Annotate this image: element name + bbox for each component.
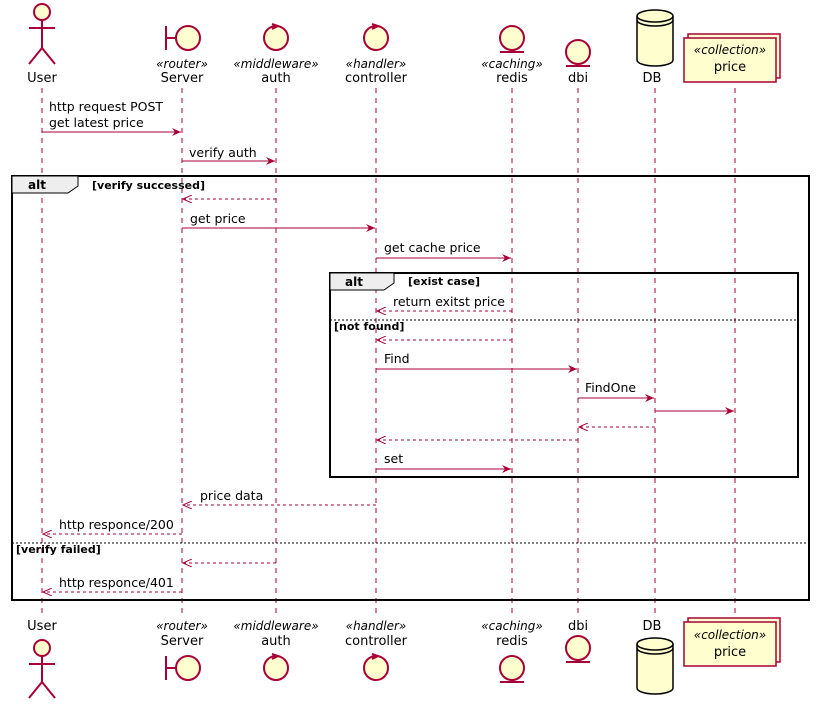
entity-dbi-icon-top: [565, 39, 591, 67]
control-controller-icon-top: [363, 23, 389, 51]
collection-price-box-bottom: [683, 617, 781, 667]
message-responce-200-label: http responce/200: [59, 517, 174, 532]
participant-controller-label: controller: [345, 71, 408, 86]
database-db-icon-top: [636, 9, 674, 67]
participant-auth-stereotype-bottom: «middleware»: [233, 619, 318, 633]
participant-auth-label-bottom: auth: [261, 634, 291, 649]
fragment-outer-alt: alt [verify successed] [verify failed]: [11, 175, 810, 601]
participant-controller-stereotype-bottom: «handler»: [346, 619, 407, 633]
participant-dbi-label: dbi: [568, 71, 588, 86]
actor-user-top: [28, 3, 56, 65]
participant-server-stereotype: «router»: [156, 57, 208, 71]
participant-redis-stereotype: «caching»: [481, 57, 543, 71]
entity-dbi-icon-bottom: [565, 635, 591, 663]
participant-server-label-bottom: Server: [161, 634, 204, 649]
control-auth-icon-bottom: [263, 653, 289, 681]
participant-redis-label: redis: [496, 71, 528, 86]
participant-server-label: Server: [161, 71, 204, 86]
boundary-server-icon-top: [165, 25, 201, 51]
message-set-label: set: [384, 451, 403, 466]
participant-redis-stereotype-bottom: «caching»: [481, 619, 543, 633]
message-http-request-label-1: http request POST: [49, 99, 163, 114]
message-get-cache-price-label: get cache price: [384, 240, 481, 255]
participant-dbi-label-bottom: dbi: [568, 619, 588, 634]
entity-redis-icon-bottom: [499, 655, 525, 683]
message-findone-label: FindOne: [585, 380, 636, 395]
participant-price-label: price: [714, 60, 746, 75]
participant-price-stereotype-bottom: «collection»: [694, 628, 766, 642]
participant-price-label-bottom: price: [714, 645, 746, 660]
fragment-inner-keyword: alt: [345, 275, 363, 289]
fragment-outer-condition: [verify successed]: [92, 179, 205, 192]
message-http-request-label-2: get latest price: [49, 115, 144, 130]
participant-auth-label: auth: [261, 71, 291, 86]
message-find-label: Find: [384, 351, 410, 366]
boundary-server-icon-bottom: [165, 655, 201, 681]
message-responce-401-label: http responce/401: [59, 575, 174, 590]
participant-controller-label-bottom: controller: [345, 634, 408, 649]
lifelines: [41, 88, 736, 614]
control-auth-icon-top: [263, 23, 289, 51]
participant-user-label: User: [27, 71, 57, 86]
participant-user-label-bottom: User: [27, 619, 57, 634]
participant-server-stereotype-bottom: «router»: [156, 619, 208, 633]
fragment-inner-else-condition: [not found]: [334, 320, 404, 333]
actor-user-bottom: [28, 639, 56, 699]
messages: Server (return) --> controller --> contr…: [42, 128, 734, 592]
message-verify-auth-label: verify auth: [189, 145, 257, 160]
fragment-inner-condition: [exist case]: [408, 275, 480, 288]
message-return-exist-price-label: return exitst price: [393, 294, 505, 309]
database-db-icon-bottom: [636, 637, 674, 695]
participant-controller-stereotype: «handler»: [346, 57, 407, 71]
collection-price-box-top: [683, 33, 781, 83]
entity-redis-icon-top: [499, 25, 525, 53]
participant-price-stereotype: «collection»: [694, 43, 766, 57]
message-price-data-label: price data: [200, 488, 263, 503]
participant-auth-stereotype: «middleware»: [233, 57, 318, 71]
fragment-outer-keyword: alt: [28, 178, 46, 192]
fragment-inner-alt: alt [exist case] [not found]: [329, 272, 799, 478]
participant-redis-label-bottom: redis: [496, 634, 528, 649]
fragment-outer-else-condition: [verify failed]: [16, 543, 101, 556]
message-get-price-label: get price: [190, 211, 246, 226]
control-controller-icon-bottom: [363, 653, 389, 681]
participant-db-label: DB: [643, 71, 662, 86]
participant-db-label-bottom: DB: [643, 619, 662, 634]
